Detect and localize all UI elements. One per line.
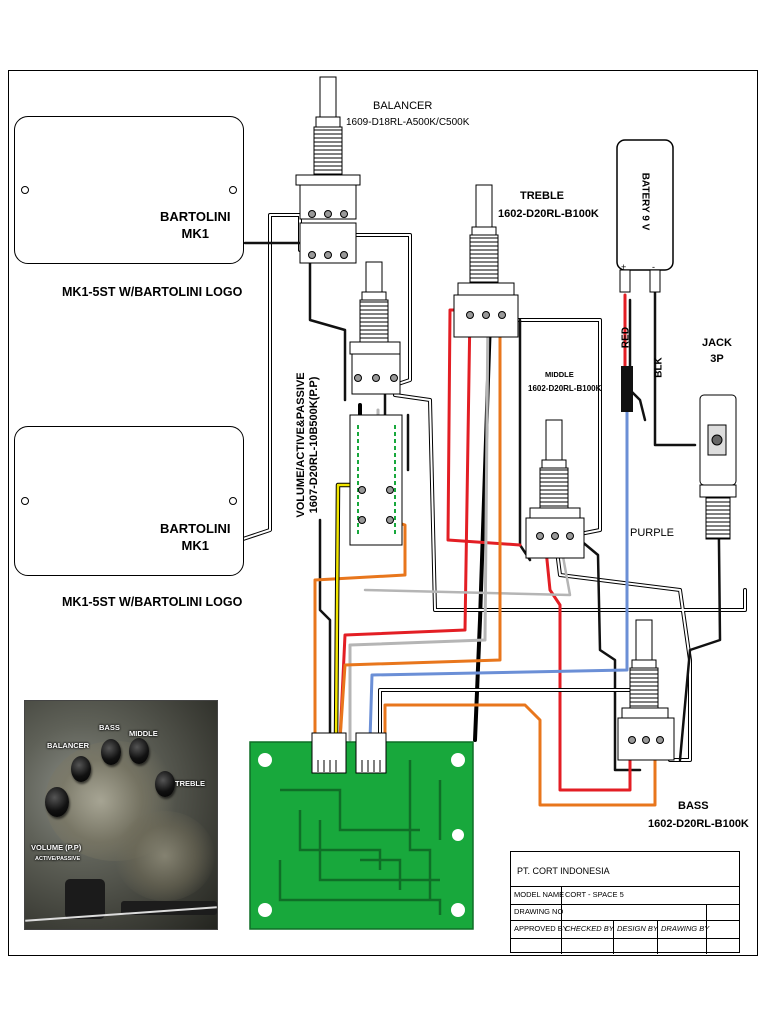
jack-line1: JACK [702, 337, 732, 349]
pcb-board [249, 732, 474, 930]
battery-minus: - [652, 262, 655, 272]
photo-knob-treble [155, 771, 175, 797]
pickup-bottom-name: BARTOLINI MK1 [160, 520, 231, 554]
pickup-top-name1: BARTOLINI [160, 209, 231, 224]
wire-white-volume-jack [394, 394, 746, 611]
photo-label-volume: VOLUME (P.P) [31, 843, 82, 852]
tb-drawing-no-label: DRAWING NO [514, 907, 564, 916]
wire-purple-battery-pcb [368, 388, 629, 742]
pickup-top-name: BARTOLINI MK1 [160, 208, 231, 242]
pickup-bottom-name2: MK1 [181, 538, 209, 553]
wire-red-middle-bass [543, 538, 632, 792]
balancer-part: 1609-D18RL-A500K/C500K [346, 117, 470, 128]
photo-label-bass: BASS [99, 723, 120, 732]
battery-plus: + [621, 262, 627, 272]
pickup-screw-hole [21, 186, 29, 194]
volume-line1: VOLUME/ACTIVE&PASSIVE [295, 372, 307, 518]
tb-drawing-by: DRAWING BY [661, 924, 710, 933]
tb-approved-by: APPROVED BY [514, 924, 568, 933]
wire-orange-volume-pcb [313, 518, 407, 742]
wire-purple-label: PURPLE [630, 527, 675, 539]
photo-knob-balancer [71, 756, 91, 782]
wire-white-pickup-top [239, 214, 301, 541]
tb-row-line [511, 938, 739, 939]
treble-part: 1602-D20RL-B100K [498, 208, 599, 220]
middle-pot [525, 419, 585, 559]
pickup-bottom-caption: MK1-5ST W/BARTOLINI LOGO [62, 595, 243, 609]
bass-part: 1602-D20RL-B100K [648, 818, 749, 830]
tb-row-line [511, 886, 739, 887]
wire-black-middle-bass [578, 538, 642, 772]
volume-line2: 1607-D20RL-10B500K(P.P) [308, 376, 320, 514]
tb-model-name-label: MODEL NAME [514, 890, 565, 899]
wire-yellow-switch-pcb [334, 483, 357, 742]
title-block: PT. CORT INDONESIA MODEL NAME CORT - SPA… [510, 851, 740, 954]
tb-company: PT. CORT INDONESIA [517, 866, 610, 876]
wire-grey-treble-pcb [348, 308, 490, 742]
guitar-control-photo: BALANCER BASS MIDDLE TREBLE VOLUME (P.P)… [24, 700, 218, 930]
tb-col-line [561, 886, 562, 954]
photo-knob-middle [129, 738, 149, 764]
bass-title: BASS [678, 800, 709, 812]
photo-label-middle: MIDDLE [129, 729, 158, 738]
wire-orange-pcb-bass [383, 703, 657, 807]
treble-title: TREBLE [520, 190, 564, 202]
output-jack [699, 394, 737, 540]
pickup-screw-hole [21, 497, 29, 505]
tb-row-line [511, 920, 739, 921]
wire-blk-label: BLK [653, 357, 665, 378]
pickup-top [14, 116, 244, 264]
photo-label-balancer: BALANCER [47, 741, 90, 750]
pickup-bottom [14, 426, 244, 576]
balancer-title: BALANCER [373, 100, 433, 112]
wire-black-to-pcb [318, 518, 332, 742]
wire-red-label: RED [620, 326, 632, 349]
pickup-top-caption: MK1-5ST W/BARTOLINI LOGO [62, 285, 243, 299]
volume-label: VOLUME/ACTIVE&PASSIVE 1607-D20RL-10B500K… [295, 355, 321, 535]
tb-design-by: DESIGN BY [617, 924, 658, 933]
battery-label: BATERY 9 V [639, 172, 651, 231]
wire-black-balancer-volume [308, 248, 347, 402]
volume-pot [349, 261, 403, 546]
photo-wood-grain [115, 811, 215, 901]
middle-title: MIDDLE [545, 370, 574, 379]
wire-orange-treble-pcb [338, 318, 502, 742]
photo-jack-plate [65, 879, 105, 919]
wire-black-battery-jack [628, 298, 647, 422]
pickup-top-name2: MK1 [181, 226, 209, 241]
pickup-bottom-name1: BARTOLINI [160, 521, 231, 536]
wire-black-blk-to-jack [653, 288, 697, 447]
pickup-screw-hole [229, 186, 237, 194]
balancer-pot [295, 76, 361, 264]
photo-label-treble: TREBLE [175, 779, 205, 788]
jack-label: JACK 3P [702, 335, 732, 367]
photo-knob-bass [101, 739, 121, 765]
middle-part: 1602-D20RL-B100K [528, 384, 602, 393]
jack-line2: 3P [710, 353, 724, 365]
pickup-screw-hole [229, 497, 237, 505]
wire-white-treble-middle [499, 319, 601, 536]
drawing-frame [8, 70, 758, 956]
tb-row-line [511, 904, 739, 905]
tb-col-line [706, 904, 707, 954]
tb-checked-by: CHECKED BY [565, 924, 614, 933]
battery-9v [616, 139, 674, 412]
treble-pot [453, 184, 519, 338]
tb-col-line [613, 920, 614, 954]
wire-white-middle-bass [554, 534, 691, 761]
tb-col-line [657, 920, 658, 954]
wire-white-pcb-bass [379, 689, 641, 741]
bass-pot [617, 619, 675, 761]
photo-label-active-passive: ACTIVE/PASSIVE [35, 856, 81, 862]
tb-model-name: CORT - SPACE 5 [565, 890, 624, 899]
photo-knob-volume [45, 787, 69, 817]
wire-black-jack-bass [678, 448, 722, 762]
